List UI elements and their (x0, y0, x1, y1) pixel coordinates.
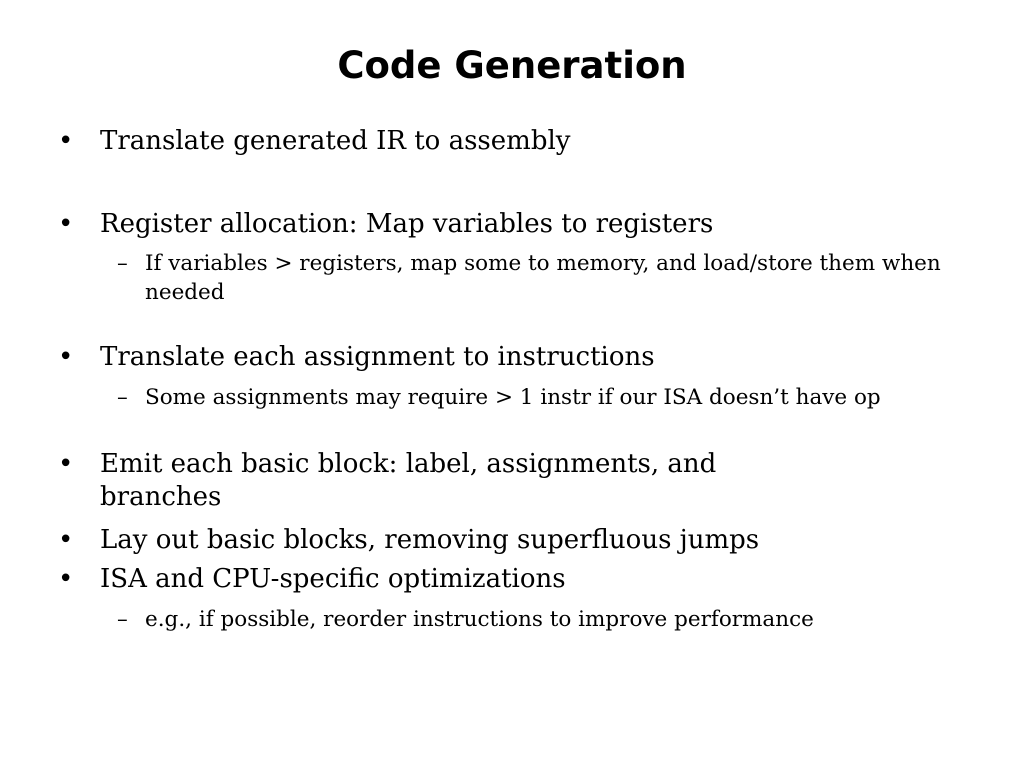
bullet-text: Translate each assignment to instruction… (100, 342, 655, 372)
bullet-text: Emit each basic block: label, assignment… (100, 449, 717, 512)
bullet-icon: • (58, 342, 74, 372)
bullet-text: Register allocation: Map variables to re… (100, 209, 714, 239)
bullet-icon: • (58, 209, 74, 239)
bullet-icon: • (58, 525, 74, 555)
bullet-icon: • (58, 449, 74, 479)
dash-icon: – (117, 385, 128, 410)
slide-title: Code Generation (337, 44, 687, 87)
sub-bullet-text: If variables > registers, map some to me… (145, 251, 941, 305)
bullet-icon: • (58, 126, 74, 156)
sub-bullet-text: Some assignments may require > 1 instr i… (145, 385, 881, 410)
bullet-text: Lay out basic blocks, removing superfluo… (100, 525, 760, 555)
bullet-icon: • (58, 564, 74, 594)
bullet-text: ISA and CPU-specific optimizations (100, 564, 566, 594)
dash-icon: – (117, 607, 128, 632)
bullet-text: Translate generated IR to assembly (100, 126, 571, 156)
sub-bullet-text: e.g., if possible, reorder instructions … (145, 607, 814, 632)
dash-icon: – (117, 251, 128, 276)
